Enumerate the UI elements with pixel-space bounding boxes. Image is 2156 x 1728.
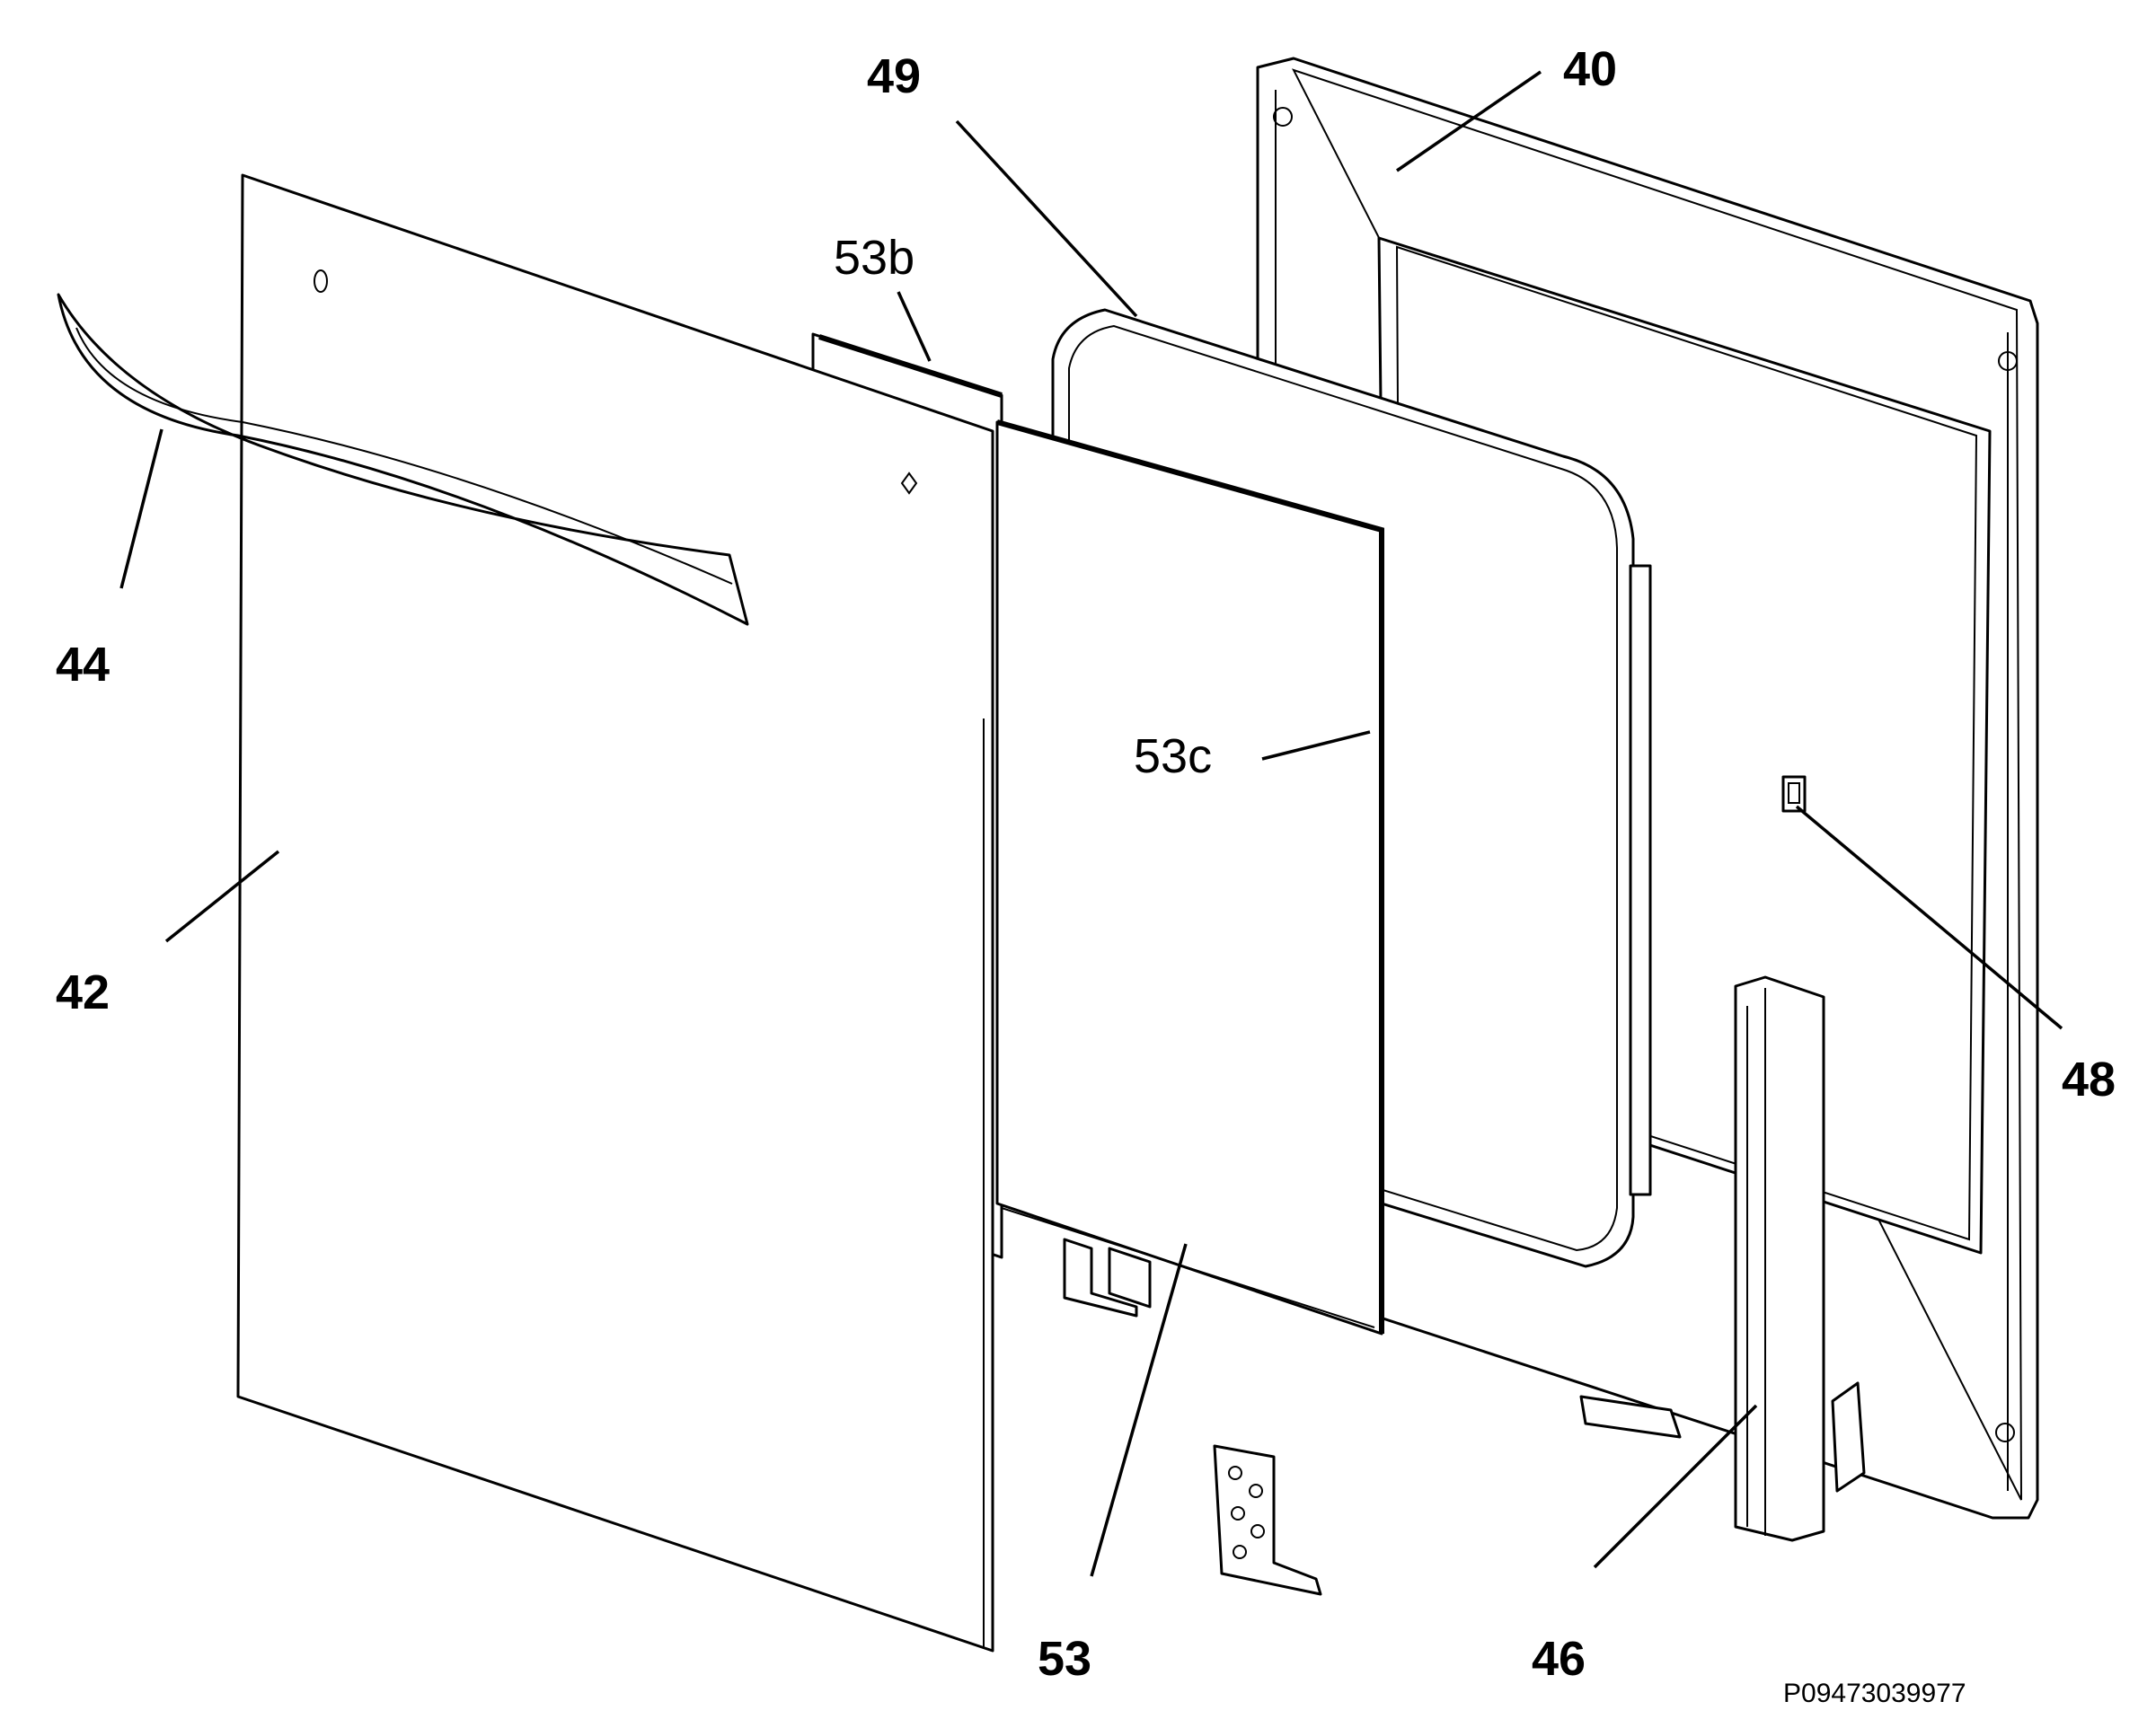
leader-48 (1795, 805, 2063, 1030)
leader-42 (164, 850, 280, 943)
leader-49 (955, 119, 1138, 318)
lower-bracket-left (1063, 1238, 1152, 1318)
callout-42: 42 (56, 965, 110, 1019)
part-44-handle (57, 293, 749, 626)
leader-40 (1396, 70, 1542, 172)
part-46-side-trim (1734, 975, 1825, 1542)
callout-46: 46 (1532, 1632, 1586, 1686)
callout-53: 53 (1038, 1632, 1091, 1686)
leader-46 (1593, 1404, 1758, 1569)
part-42-outer-door-panel (236, 173, 994, 1653)
leader-53b (897, 291, 932, 362)
callout-44: 44 (56, 638, 110, 692)
leader-44 (119, 428, 163, 589)
callout-49: 49 (867, 49, 921, 103)
leader-lines (119, 70, 2063, 1577)
callout-53b: 53b (834, 231, 915, 285)
document-id: P09473039977 (1783, 1679, 1966, 1708)
leader-53 (1090, 1243, 1188, 1577)
callout-48: 48 (2062, 1053, 2116, 1106)
callout-labels: 40 49 53b 44 53c 42 48 53 46 (56, 42, 2116, 1686)
callout-40: 40 (1563, 42, 1617, 96)
hinge-bracket-right (1579, 1381, 1866, 1493)
part-48-clip (1781, 775, 1807, 813)
mounting-bracket (1213, 1444, 1322, 1596)
callout-53c: 53c (1134, 729, 1212, 783)
leader-53c (1261, 730, 1371, 761)
